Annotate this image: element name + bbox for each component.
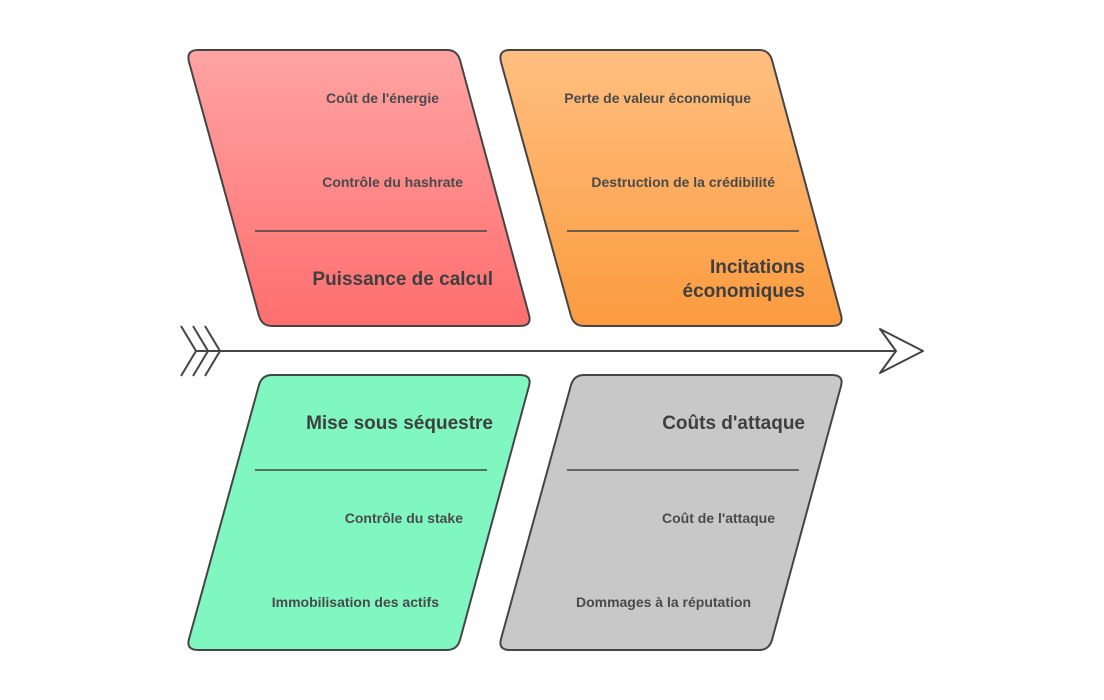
cause-label: Contrôle du stake (345, 510, 463, 526)
category-title-line-1: Incitations (710, 257, 805, 278)
category-box (499, 49, 843, 327)
spine-tail-icon (180, 325, 221, 377)
category-box (499, 374, 843, 651)
category-title: Mise sous séquestre (306, 413, 493, 434)
category-escrow: Mise sous séquestre Contrôle du stake Im… (187, 374, 531, 651)
category-computing-power: Coût de l'énergie Contrôle du hashrate P… (187, 49, 531, 327)
category-title: Coûts d'attaque (662, 413, 805, 434)
spine (180, 325, 924, 377)
cause-label: Immobilisation des actifs (272, 594, 439, 610)
arrow-head-icon (879, 328, 924, 374)
category-attack-costs: Coûts d'attaque Coût de l'attaque Dommag… (499, 374, 843, 651)
category-box (187, 49, 531, 327)
cause-label: Coût de l'énergie (326, 90, 439, 106)
category-title: Puissance de calcul (312, 269, 493, 290)
cause-label: Contrôle du hashrate (322, 174, 463, 190)
cause-label: Perte de valeur économique (564, 90, 751, 106)
cause-label: Destruction de la crédibilité (591, 174, 775, 190)
category-title-line-2: économiques (683, 281, 805, 302)
cause-label: Coût de l'attaque (662, 510, 775, 526)
cause-label: Dommages à la réputation (576, 594, 751, 610)
category-economic-incentives: Perte de valeur économique Destruction d… (499, 49, 843, 327)
category-box (187, 374, 531, 651)
